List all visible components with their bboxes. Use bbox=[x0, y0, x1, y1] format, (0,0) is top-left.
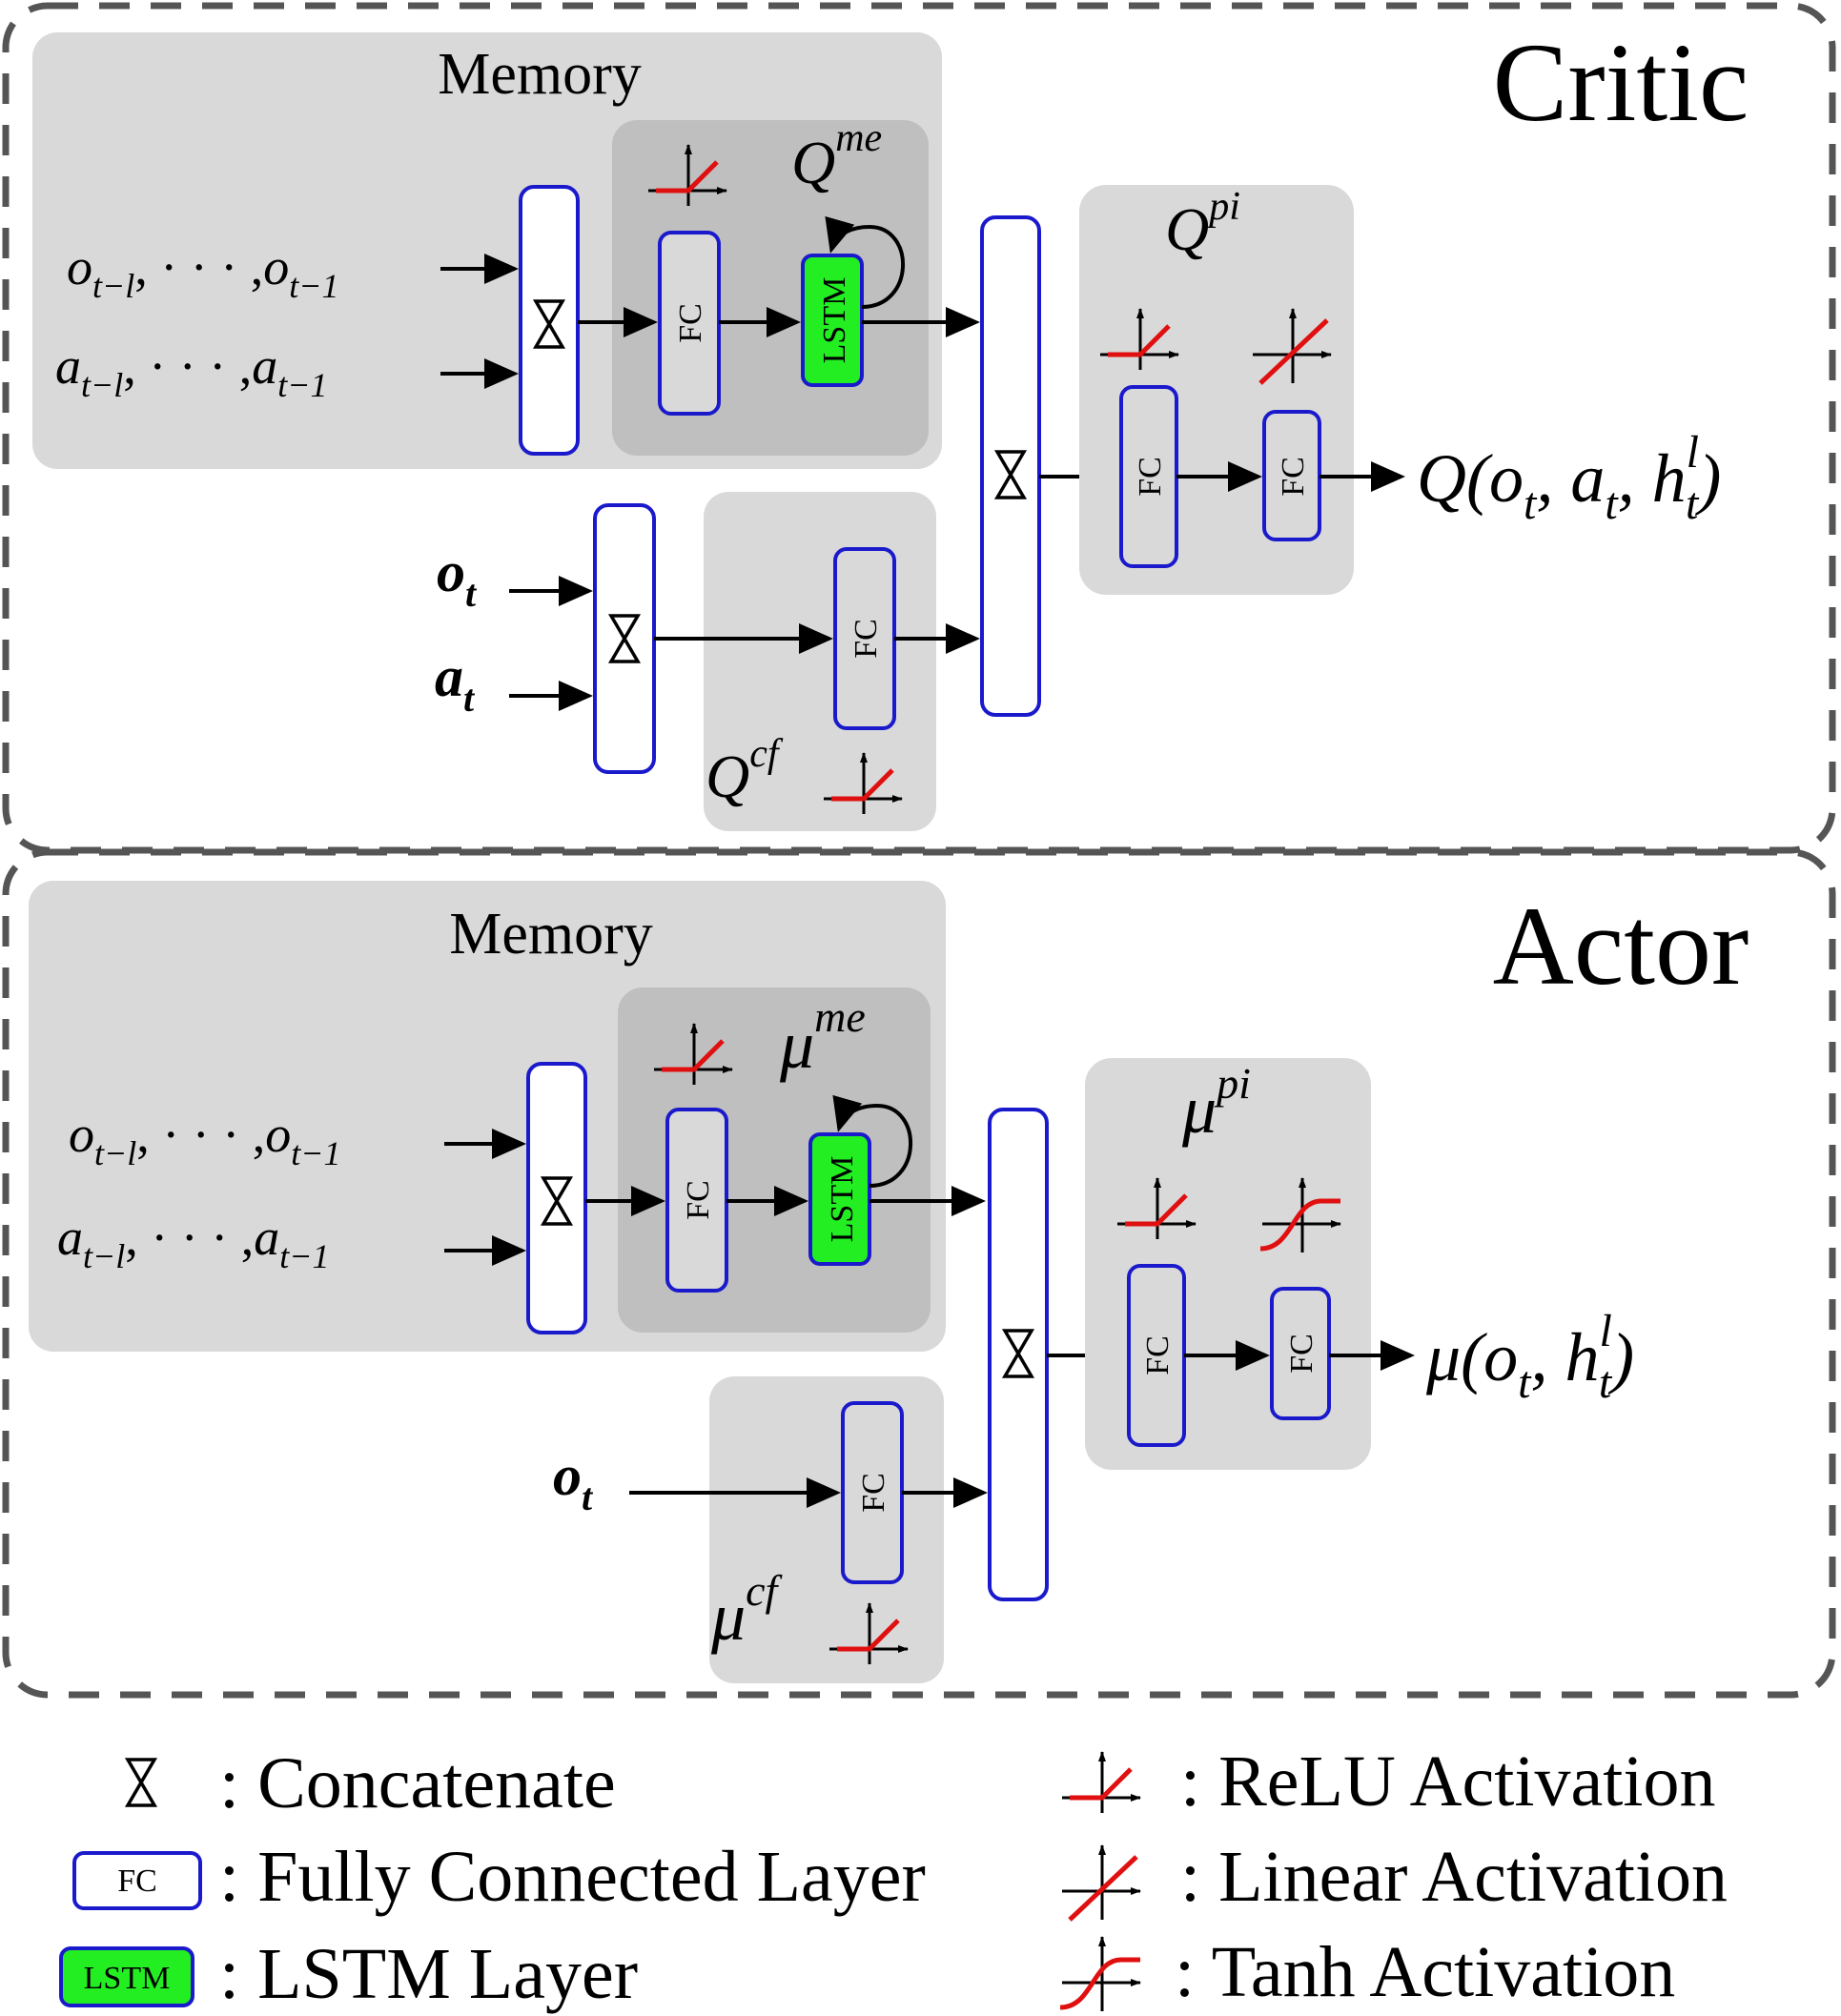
concat-block bbox=[980, 215, 1041, 717]
actor-current-obs: ot bbox=[553, 1444, 594, 1518]
critic-memory-label: Memory bbox=[438, 42, 642, 107]
concat-icon bbox=[126, 1758, 156, 1807]
fc-label: FC bbox=[1133, 457, 1168, 497]
legend: : Concatenate FC : Fully Connected Layer… bbox=[59, 1741, 1728, 2014]
lstm-legend-box bbox=[59, 1946, 194, 2007]
legend-lstm: : LSTM Layer bbox=[219, 1934, 638, 2014]
critic-current-obs: ot bbox=[437, 540, 478, 615]
tanh-activation-icon bbox=[1060, 1937, 1140, 2011]
linear-activation-icon bbox=[1062, 1845, 1140, 1920]
actor-border bbox=[2, 848, 1836, 1699]
legend-linear: : Linear Activation bbox=[1180, 1837, 1728, 1917]
critic-title: Critic bbox=[1493, 20, 1749, 145]
actor-mume-panel bbox=[618, 988, 931, 1333]
critic-obs-history: ot−l, · · · ,ot−1 bbox=[67, 238, 339, 305]
lstm-legend-label: LSTM bbox=[84, 1961, 171, 1996]
actor-title: Actor bbox=[1493, 884, 1749, 1008]
fc-label: FC bbox=[681, 1180, 716, 1220]
actor-mupi-label: μpi bbox=[1181, 1059, 1251, 1148]
fc-label: FC bbox=[1284, 1334, 1319, 1374]
recurrent-loop-arrow bbox=[832, 1094, 912, 1188]
recurrent-loop-arrow bbox=[825, 215, 905, 309]
critic-act-history: at−l, · · · ,at−1 bbox=[55, 337, 328, 404]
critic-border bbox=[2, 2, 1836, 854]
fc-legend-box bbox=[72, 1851, 202, 1910]
critic-qpi-label: Qpi bbox=[1165, 185, 1240, 263]
fc-label: FC bbox=[673, 303, 708, 343]
fc-label: FC bbox=[1140, 1335, 1176, 1375]
actor-act-history: at−l, · · · ,at−1 bbox=[57, 1209, 330, 1275]
actor-memory-label: Memory bbox=[449, 902, 653, 967]
fc-label: FC bbox=[856, 1473, 891, 1513]
actor-mucf-label: μcf bbox=[710, 1566, 784, 1655]
fc-label: FC bbox=[1276, 457, 1311, 497]
critic-qme-label: Qme bbox=[791, 116, 882, 196]
legend-fc: : Fully Connected Layer bbox=[219, 1837, 926, 1917]
legend-tanh: : Tanh Activation bbox=[1175, 1932, 1675, 2012]
legend-concat: : Concatenate bbox=[219, 1743, 616, 1823]
legend-relu: : ReLU Activation bbox=[1180, 1741, 1715, 1822]
critic-qcf-label: Qcf bbox=[706, 732, 784, 810]
lstm-label: LSTM bbox=[825, 1156, 860, 1243]
actor-mume-label: μme bbox=[779, 992, 866, 1083]
concat-block bbox=[519, 185, 580, 456]
lstm-label: LSTM bbox=[817, 277, 852, 364]
actor-obs-history: ot−l, · · · ,ot−1 bbox=[69, 1106, 341, 1172]
relu-activation-icon bbox=[1062, 1752, 1140, 1813]
fc-label: FC bbox=[849, 619, 884, 659]
critic-current-action: at bbox=[435, 645, 476, 720]
fc-legend-label: FC bbox=[117, 1863, 157, 1899]
